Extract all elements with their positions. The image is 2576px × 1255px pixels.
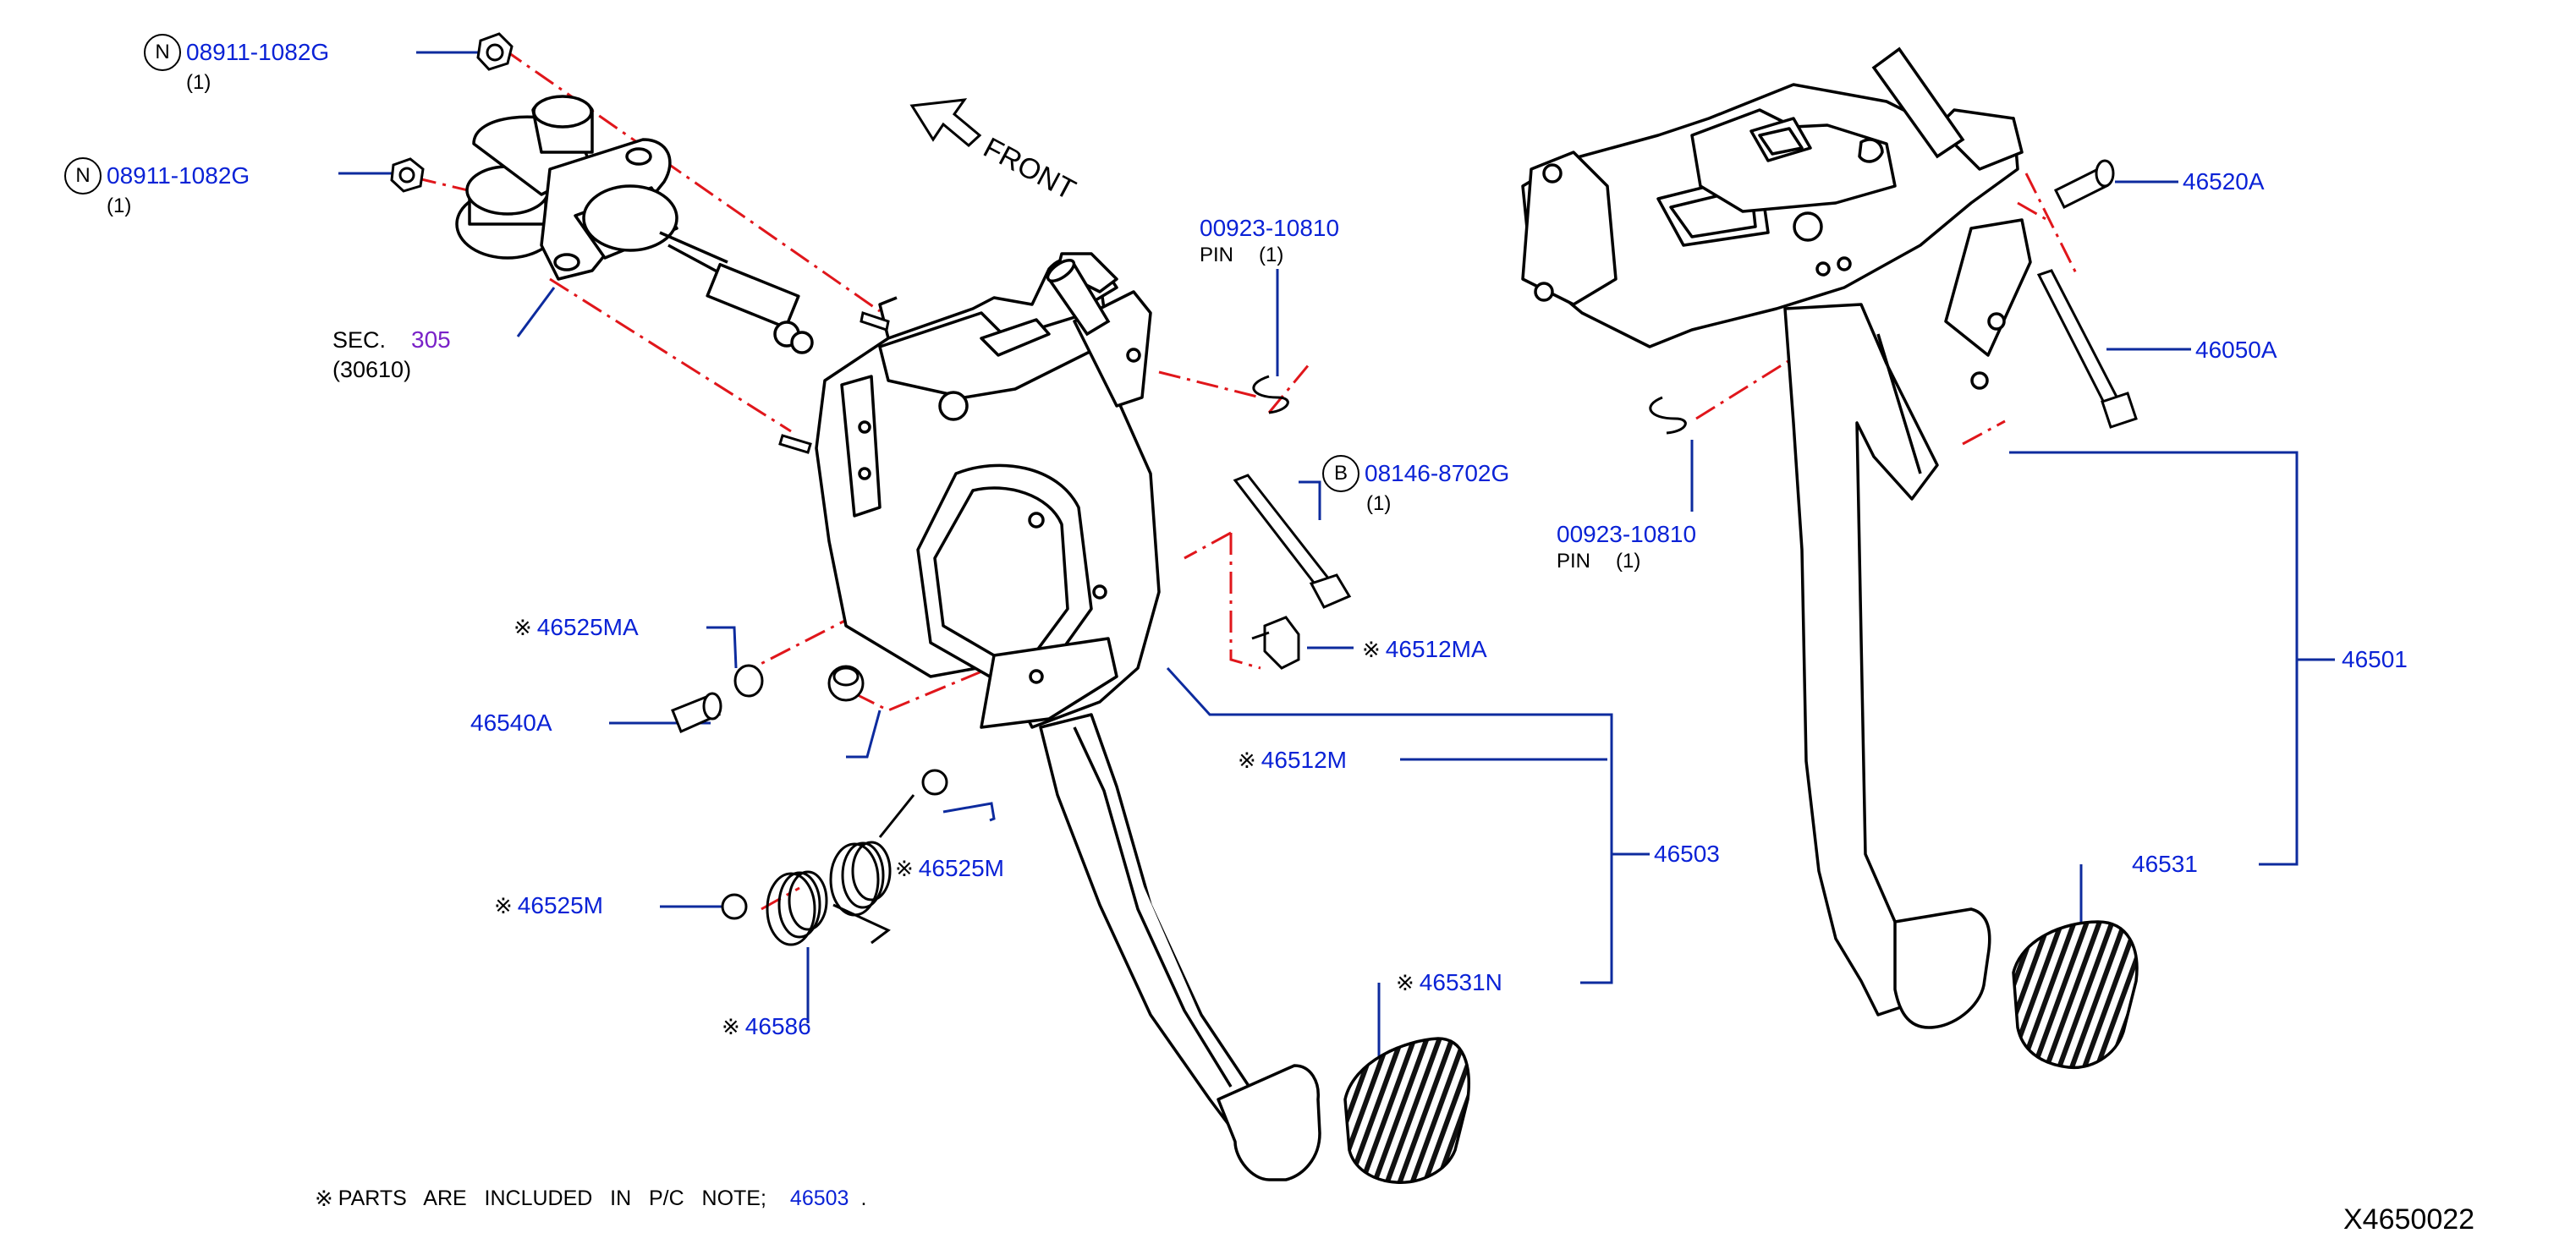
footnote-text: PARTS ARE INCLUDED IN P/C NOTE; [338,1186,766,1210]
part-number[interactable]: 46525MA [536,614,639,640]
included-mark-icon: ※ [1362,637,1381,662]
sec-label: SEC. [332,326,387,353]
pin-00923-10810-left [1252,375,1289,414]
bolt-46050A [2036,269,2138,429]
part-number[interactable]: 46586 [744,1013,811,1039]
pin-kind: PIN [1557,550,1591,573]
included-mark-icon: ※ [895,856,914,881]
included-mark-icon: ※ [514,615,532,640]
callout-46512M[interactable]: ※ 46512M [1238,748,1347,772]
footnote: ※ PARTS ARE INCLUDED IN P/C NOTE; 46503 … [315,1187,866,1209]
clip-46512MA [1251,616,1300,670]
callout-46525M-left[interactable]: ※ 46525M [494,894,603,918]
included-mark-icon: ※ [722,1014,740,1039]
callout-46501[interactable]: 46501 [2342,648,2408,671]
callout-46520A[interactable]: 46520A [2183,170,2265,194]
callout-nut-middle[interactable]: N 08911-1082G (1) [64,157,250,216]
callout-46503[interactable]: 46503 [1654,842,1720,866]
brake-pedal-arm [1783,218,2032,1029]
callout-46531[interactable]: 46531 [2132,852,2198,876]
qty: (1) [107,195,132,217]
phantom-lines [414,47,2079,911]
pin-46520A [2053,159,2115,210]
callout-pin-right[interactable]: 00923-10810 PIN (1) [1557,523,1696,572]
clutch-master-cylinder [455,95,814,354]
nut-upper [476,32,514,71]
callout-46525MA[interactable]: ※ 46525MA [514,616,639,639]
part-number[interactable]: 46050A [2195,337,2277,363]
pedal-pad-46531 [2012,920,2139,1070]
part-number[interactable]: 46520A [2183,168,2265,195]
part-number[interactable]: 46531 [2132,851,2198,877]
callout-nut-top[interactable]: N 08911-1082G (1) [144,34,329,93]
part-number[interactable]: 08146-8702G [1365,460,1510,486]
included-mark-icon: ※ [494,893,513,918]
part-number[interactable]: 46531N [1419,969,1502,995]
nut-middle [390,157,425,193]
part-number[interactable]: 46501 [2342,646,2408,672]
callout-bolt-b[interactable]: B 08146-8702G (1) [1322,455,1509,514]
part-number[interactable]: 46525M [517,892,603,918]
qty: (1) [1366,492,1392,515]
included-mark-icon: ※ [315,1186,333,1211]
section-reference[interactable]: SEC. 305 (30610) [332,328,451,381]
part-number[interactable]: 46512MA [1385,636,1487,662]
sec-number[interactable]: 305 [411,326,451,353]
part-number[interactable]: 46525M [918,855,1004,881]
callout-46531N[interactable]: ※ 46531N [1396,971,1502,995]
callout-46540A[interactable]: 46540A [470,711,552,735]
included-mark-icon: ※ [1238,748,1256,773]
part-number[interactable]: 08911-1082G [107,162,250,189]
nut-badge-icon: N [144,34,181,71]
qty: (1) [1616,550,1641,573]
bushing-46525MA [733,664,764,698]
front-arrow [909,98,982,147]
callout-46525M-right[interactable]: ※ 46525M [895,857,1004,880]
pedal-pad-46531N [1343,1037,1470,1184]
callout-pin-left[interactable]: 00923-10810 PIN (1) [1200,216,1339,266]
footnote-ref[interactable]: 46503 [789,1186,849,1210]
callout-46586[interactable]: ※ 46586 [722,1015,811,1039]
clutch-pedal-bracket [815,257,1161,729]
bushing-46525M-left [721,893,748,920]
pin-kind: PIN [1200,244,1234,266]
callout-46050A[interactable]: 46050A [2195,338,2277,362]
bushing-46512M [827,665,865,702]
pin-00923-10810-right [1649,396,1687,435]
diagram-code: X4650022 [2343,1203,2475,1236]
clutch-pedal-shaft [1046,259,1111,337]
clutch-pedal-arm [1039,252,1321,1181]
part-number[interactable]: 46540A [470,710,552,736]
part-number[interactable]: 00923-10810 [1200,215,1340,241]
pin-46540A [671,692,722,734]
bolt-badge-icon: B [1322,455,1359,492]
qty: (1) [1259,244,1284,266]
brake-pedal-shaft [1871,47,1965,159]
spring-46586 [766,794,915,946]
part-number[interactable]: 08911-1082G [186,39,330,65]
qty: (1) [186,71,211,94]
included-mark-icon: ※ [1396,970,1414,995]
sec-sub: (30610) [332,357,412,382]
part-number[interactable]: 00923-10810 [1557,521,1697,547]
part-number[interactable]: 46512M [1261,747,1347,773]
bushing-46525M-right [921,769,948,796]
leader-lines [338,51,2335,1057]
bracket-studs [778,311,890,454]
brake-pedal-bracket [1521,83,2024,348]
front-label: FRONT [978,132,1080,207]
callout-46512MA[interactable]: ※ 46512MA [1362,638,1487,661]
bolt-08146-8702G [1233,474,1352,609]
nut-badge-icon: N [64,157,102,195]
part-number[interactable]: 46503 [1654,841,1720,867]
footnote-end: . [860,1186,867,1210]
